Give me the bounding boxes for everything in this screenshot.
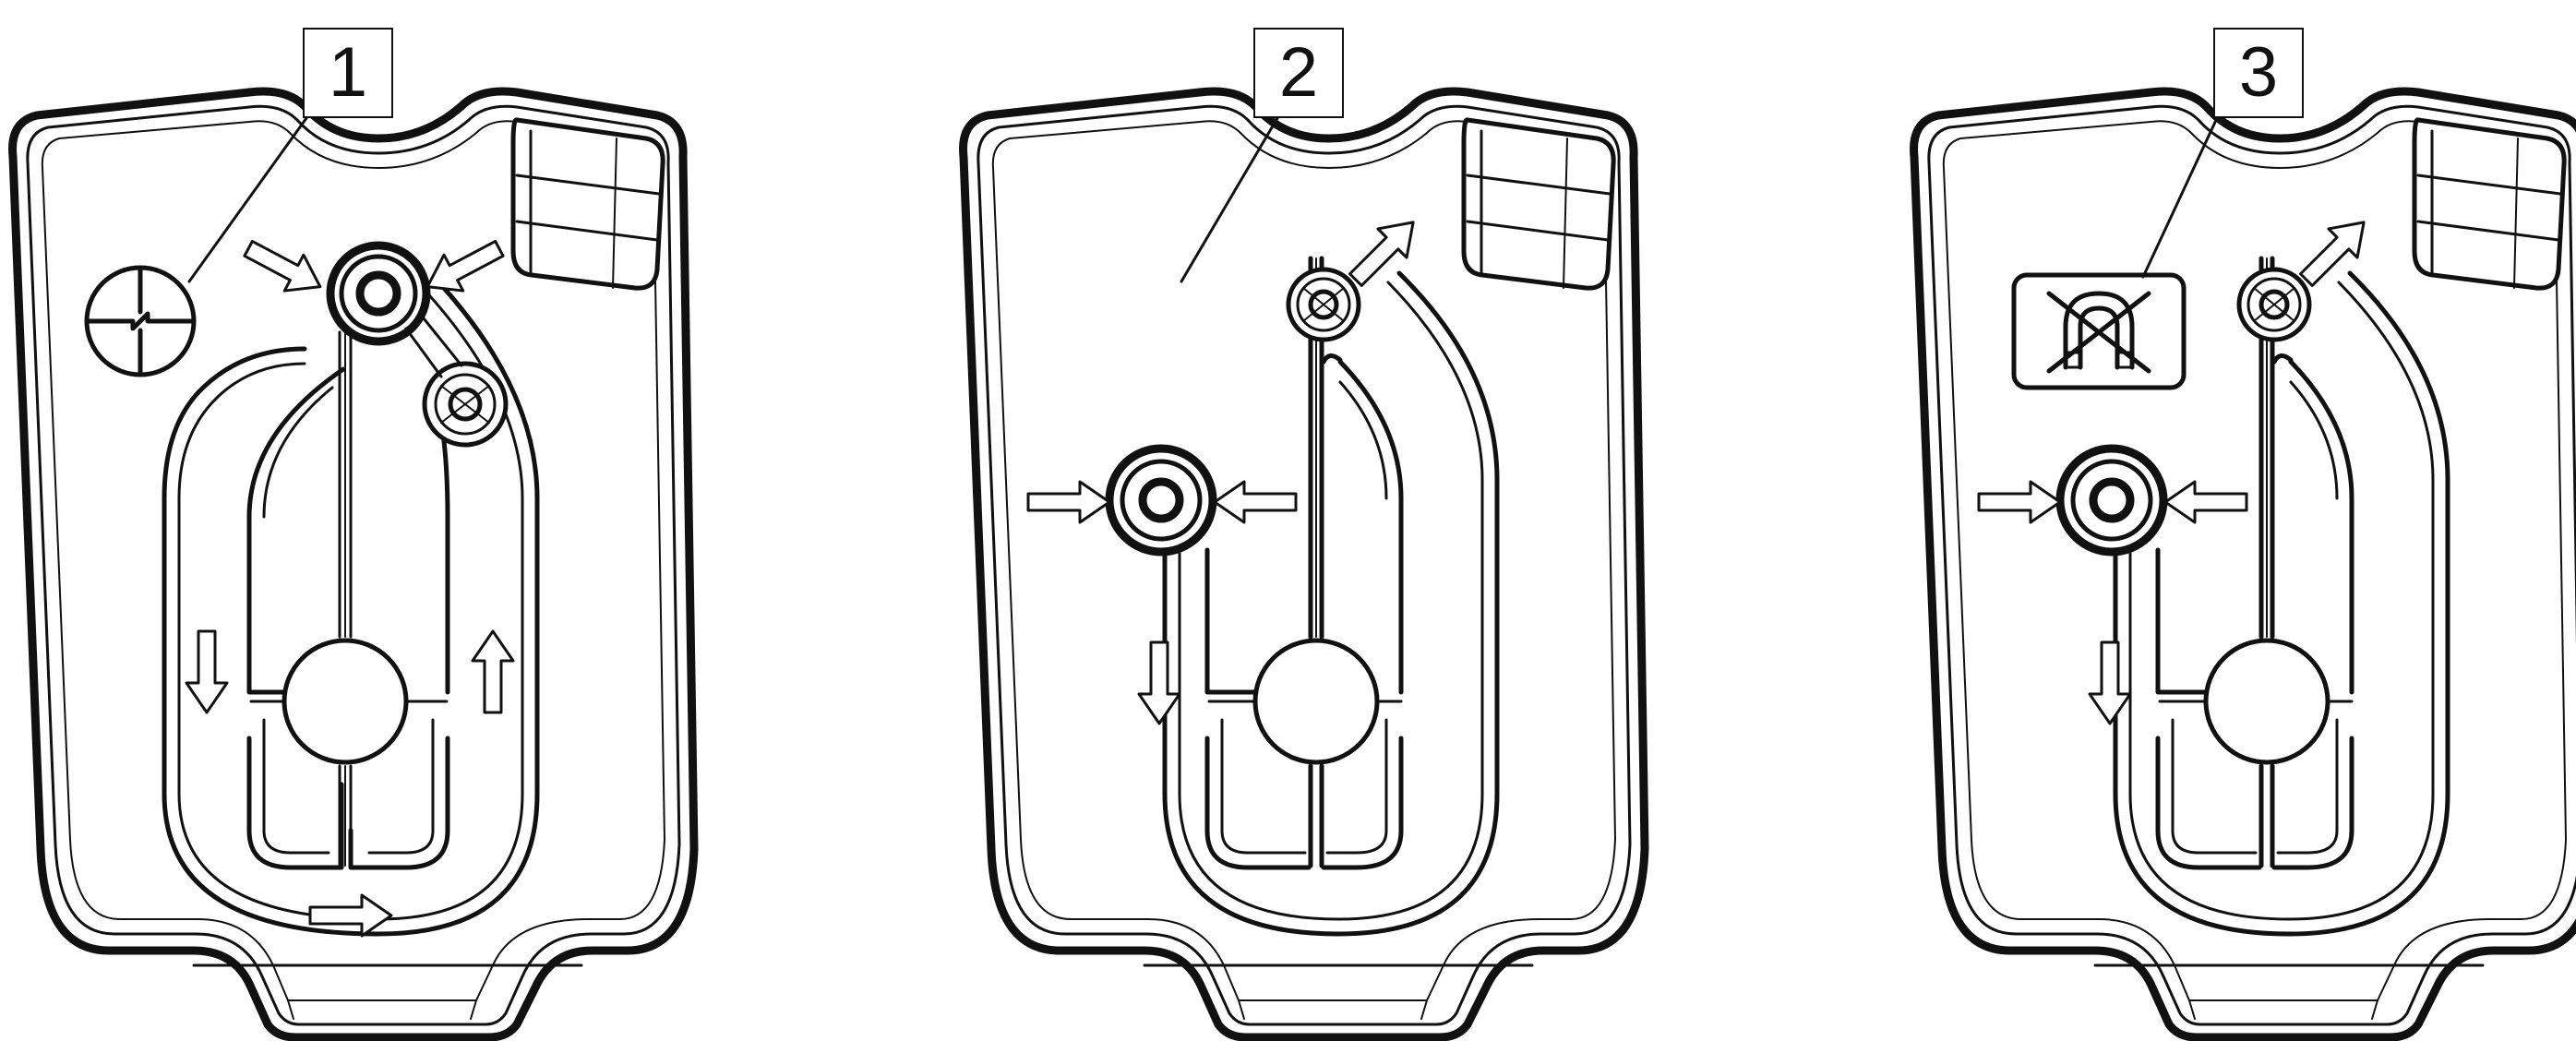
flow-arrow-up xyxy=(471,629,515,714)
flow-arrow-up-right xyxy=(2290,206,2380,296)
flow-arrow-in-left xyxy=(1026,480,1111,524)
panel-label-1: 1 xyxy=(303,28,393,118)
flow-arrow-in-left xyxy=(237,229,331,306)
flow-arrow-in-right xyxy=(1213,480,1298,524)
panel-2 xyxy=(964,91,1645,1037)
flow-arrow-down xyxy=(1137,640,1181,725)
flow-arrow-down xyxy=(185,629,229,714)
panel-1 xyxy=(13,91,694,1037)
panel-3 xyxy=(1914,91,2576,1037)
flow-arrow-in-right xyxy=(416,229,510,306)
no-magnet-icon xyxy=(2011,272,2187,390)
panel-label-2: 2 xyxy=(1253,28,1344,118)
flow-arrow-down xyxy=(2088,640,2132,725)
flow-arrow-up-right xyxy=(1339,206,1430,296)
flow-arrow-in-right xyxy=(2163,480,2248,524)
flow-arrow-in-left xyxy=(1977,480,2062,524)
panel-label-3: 3 xyxy=(2213,28,2304,118)
rotation-symbol-icon xyxy=(84,265,197,377)
